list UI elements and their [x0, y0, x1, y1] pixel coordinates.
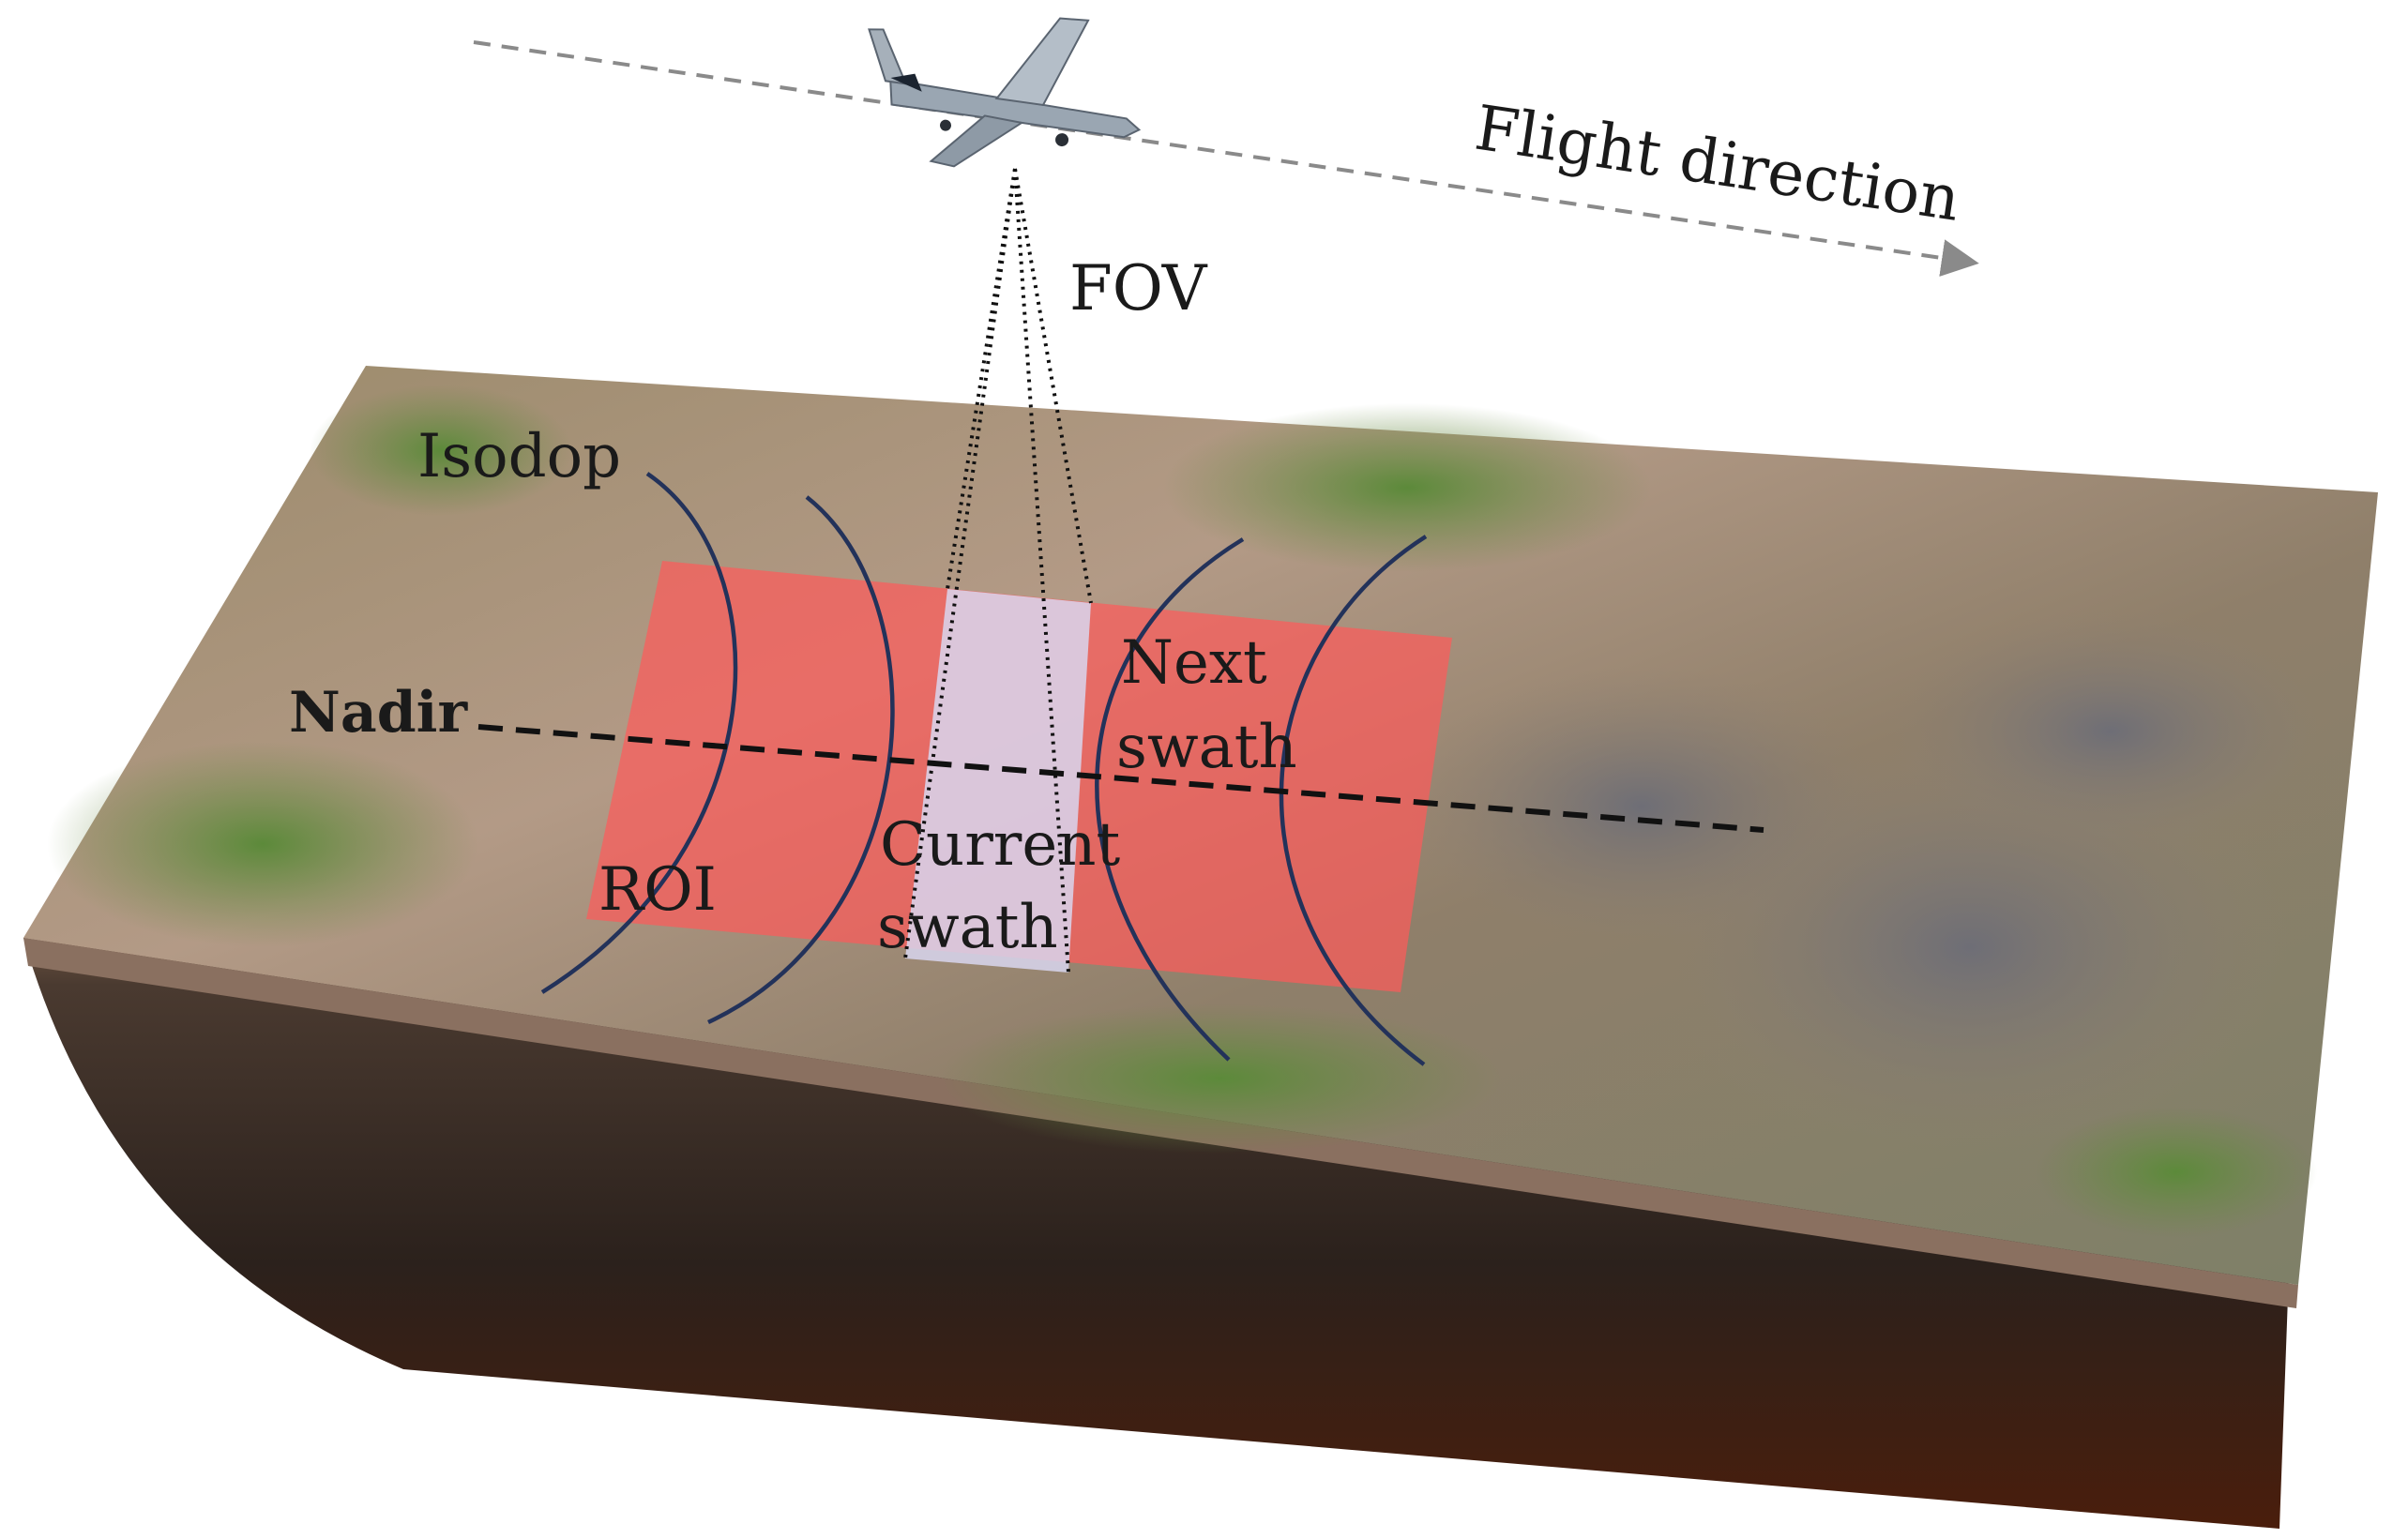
isodop-label: Isodop — [417, 422, 621, 491]
fov-label: FOV — [1069, 252, 1208, 324]
current-swath-label-line1: Current — [880, 810, 1120, 880]
isodop-curve-1 — [540, 472, 738, 994]
nadir-label: Nadir — [289, 680, 468, 746]
uav-drone-icon — [868, 17, 1142, 168]
roi-label: ROI — [598, 855, 717, 925]
nadir-line — [477, 724, 1764, 833]
next-swath-label-line2: swath — [1116, 713, 1297, 782]
next-swath-label-line1: Next — [1121, 628, 1267, 698]
fov-cone — [903, 168, 1093, 973]
terrain-texture — [47, 385, 2336, 1238]
flight-path-line — [473, 40, 1979, 277]
flight-direction-label: Flight direction — [1471, 92, 1965, 235]
isodop-curve-2 — [707, 495, 895, 1025]
current-swath-label-line2: swath — [877, 893, 1058, 962]
isodop-curve-3 — [1095, 537, 1245, 1062]
terrain-soil-side — [23, 938, 2289, 1529]
current-swath-region — [905, 589, 1091, 973]
